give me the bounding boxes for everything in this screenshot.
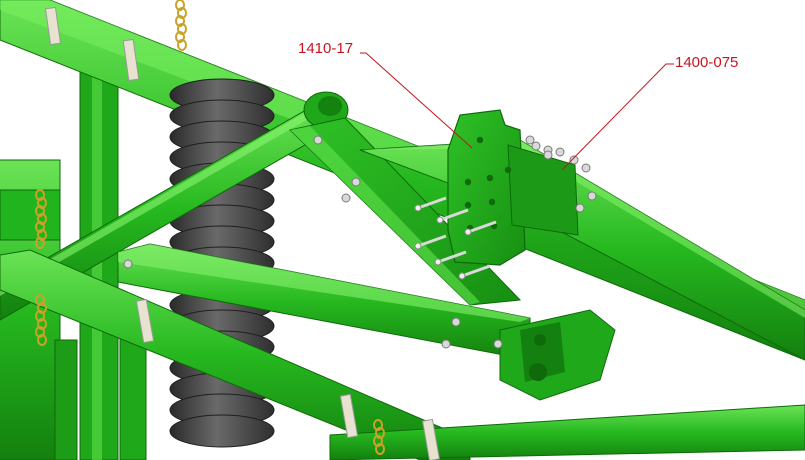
chain-links <box>35 0 385 455</box>
bolt <box>461 264 491 278</box>
bolt-head <box>464 228 472 236</box>
chain-link <box>37 229 47 241</box>
hex-nut <box>341 193 351 203</box>
chain-link <box>375 443 385 455</box>
hex-nut <box>543 150 553 160</box>
bolt-head <box>436 216 444 224</box>
plate-hole <box>464 201 472 209</box>
chain-link <box>35 294 45 306</box>
bolt-head <box>458 272 466 280</box>
hex-nut <box>581 163 591 173</box>
chain-link <box>37 334 47 346</box>
leader-line-1400-075 <box>561 63 674 171</box>
chain-link <box>35 237 45 249</box>
hex-nut <box>441 339 451 349</box>
chain-link <box>375 427 385 439</box>
plate-hole <box>464 178 472 186</box>
chain-link <box>35 189 45 201</box>
callout-label-1410-17: 1410-17 <box>298 40 354 57</box>
chain-link <box>35 205 45 217</box>
chain-link <box>37 318 47 330</box>
bolt <box>437 250 467 264</box>
chain-link <box>175 15 185 27</box>
plate-hole <box>488 198 496 206</box>
hex-nut <box>313 135 323 145</box>
chain-link <box>175 0 185 11</box>
bolt <box>439 208 469 222</box>
nut-set <box>123 135 597 349</box>
hex-nut <box>451 317 461 327</box>
bolt <box>417 234 447 248</box>
disc-blade <box>169 414 275 448</box>
chain-link <box>35 221 45 233</box>
chain-link <box>37 302 47 314</box>
chain-link <box>177 7 187 19</box>
bolt-head <box>414 204 422 212</box>
cross-shaft <box>0 91 349 321</box>
callout-label-1400-075: 1400-075 <box>675 54 739 71</box>
plate-hole <box>504 166 512 174</box>
leader-line-1410-17 <box>360 52 473 149</box>
chain-link <box>175 31 185 43</box>
lower-arm <box>117 243 616 401</box>
hex-nut <box>569 155 579 165</box>
bolt-head <box>414 242 422 250</box>
hex-nut <box>123 259 133 269</box>
hex-nut <box>493 339 503 349</box>
plate-hole <box>476 136 484 144</box>
chain-link <box>373 435 383 447</box>
chain-link <box>37 213 47 225</box>
hex-nut <box>575 203 585 213</box>
bolt-head <box>434 258 442 266</box>
hex-nut <box>525 135 535 145</box>
callout-leaders <box>360 52 674 171</box>
hex-nut <box>555 147 565 157</box>
bolt <box>417 196 447 210</box>
left-frame <box>0 69 147 460</box>
chain-link <box>177 39 187 51</box>
chain-link <box>373 419 383 431</box>
plate-hole <box>486 174 494 182</box>
chain-link <box>177 23 187 35</box>
bolt <box>467 220 497 234</box>
lower-beam <box>0 249 805 460</box>
hex-nut <box>531 141 541 151</box>
hex-nut <box>351 177 361 187</box>
hex-nut <box>587 191 597 201</box>
bolt-set <box>414 196 497 280</box>
chain-link <box>37 197 47 209</box>
chain-link <box>35 326 45 338</box>
chain-link <box>35 310 45 322</box>
